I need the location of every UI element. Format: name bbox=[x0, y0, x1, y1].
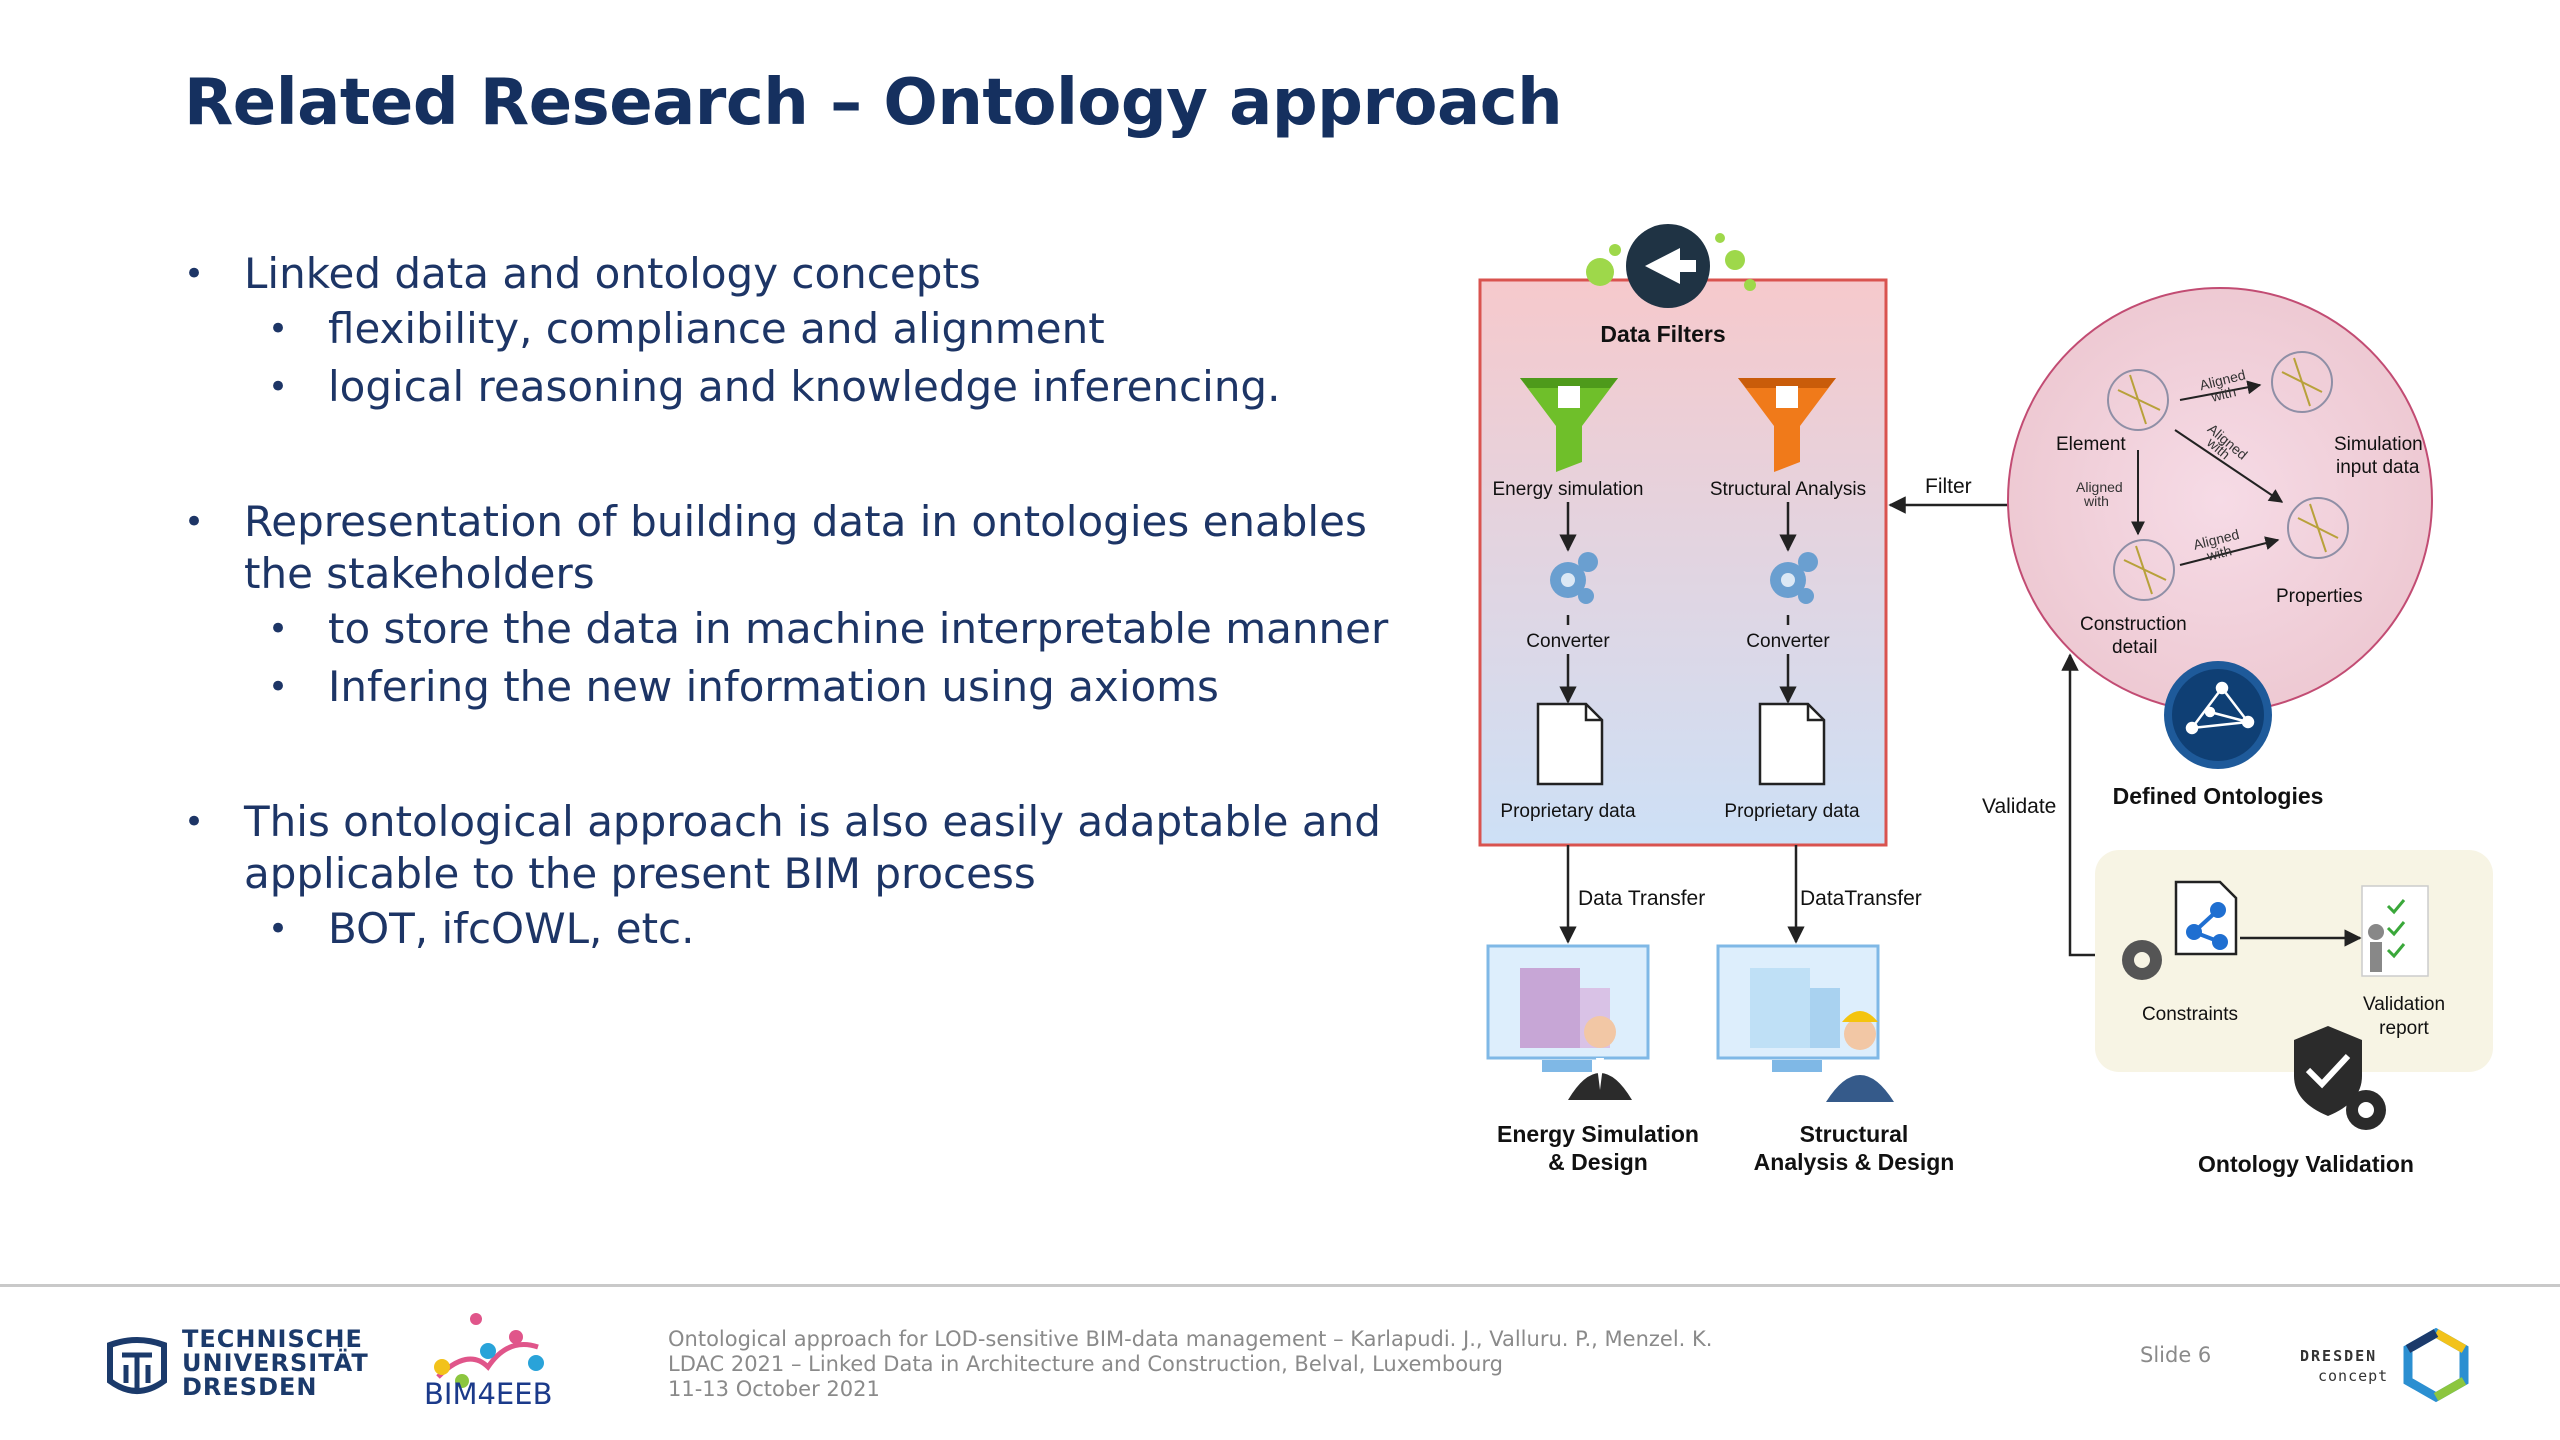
sub-bullet-item: Infering the new information using axiom… bbox=[180, 658, 1410, 716]
footer: TECHNISCHE UNIVERSITÄT DRESDEN BIM4EEB O… bbox=[0, 1287, 2560, 1440]
bim4eeb-logo-text: BIM4EEB bbox=[424, 1377, 553, 1411]
tud-line: DRESDEN bbox=[182, 1373, 318, 1401]
energy-filter-label: Energy simulation bbox=[1492, 479, 1643, 500]
proprietary-label: Proprietary data bbox=[1724, 801, 1860, 822]
structural-user-icon bbox=[1716, 944, 1894, 1102]
sub-bullet-item: to store the data in machine interpretab… bbox=[180, 600, 1410, 658]
aligned-label: with bbox=[2209, 383, 2238, 405]
bullet-item: This ontological approach is also easily… bbox=[180, 796, 1410, 900]
citation-line: Ontological approach for LOD-sensitive B… bbox=[668, 1327, 1713, 1351]
network-icon bbox=[2164, 661, 2272, 769]
validate-arrow-label: Validate bbox=[1982, 795, 2056, 818]
validation-report-icon bbox=[2361, 885, 2429, 977]
aligned-label: with bbox=[2083, 493, 2109, 509]
sub-bullet-item: logical reasoning and knowledge inferenc… bbox=[180, 358, 1410, 416]
energy-user-label: & Design bbox=[1548, 1149, 1648, 1175]
structural-filter-icon bbox=[1738, 378, 1836, 472]
footer-divider bbox=[0, 1284, 2560, 1287]
dresden-concept-text: concept bbox=[2318, 1367, 2389, 1385]
citation: Ontological approach for LOD-sensitive B… bbox=[668, 1327, 1712, 1402]
energy-user-label: Energy Simulation bbox=[1497, 1121, 1699, 1147]
aligned-label: with bbox=[2204, 542, 2233, 564]
constraints-icon bbox=[2122, 880, 2238, 980]
validation-report-label: Validation bbox=[2363, 994, 2445, 1015]
ontology-diagram: Data Filters Energy simulation Structura… bbox=[1478, 224, 2493, 1177]
construction-label: Construction bbox=[2080, 614, 2187, 635]
properties-label: Properties bbox=[2276, 586, 2363, 607]
data-filters-label: Data Filters bbox=[1600, 321, 1725, 347]
tud-logo-icon bbox=[107, 1337, 167, 1394]
data-filter-icon bbox=[1586, 224, 1756, 308]
defined-ontologies-label: Defined Ontologies bbox=[2113, 783, 2324, 809]
bim4eeb-logo-icon bbox=[434, 1313, 544, 1388]
bullet-list: Linked data and ontology concepts flexib… bbox=[180, 248, 1410, 958]
tud-logo-text: TECHNISCHE UNIVERSITÄT DRESDEN bbox=[182, 1327, 369, 1399]
sub-bullet-item: BOT, ifcOWL, etc. bbox=[180, 900, 1410, 958]
transfer-label: Data Transfer bbox=[1578, 887, 1705, 910]
energy-user-icon bbox=[1486, 944, 1650, 1100]
element-label: Element bbox=[2056, 434, 2126, 455]
constraints-label: Constraints bbox=[2142, 1004, 2238, 1025]
brain-icon bbox=[2113, 539, 2175, 601]
dresden-concept-text: DRESDEN bbox=[2300, 1347, 2378, 1365]
ontology-validation-label: Ontology Validation bbox=[2198, 1151, 2414, 1177]
bullet-item: Linked data and ontology concepts bbox=[180, 248, 1410, 300]
citation-line: LDAC 2021 – Linked Data in Architecture … bbox=[668, 1352, 1503, 1376]
bullet-line: Representation of building data in ontol… bbox=[244, 497, 1367, 546]
citation-line: 11-13 October 2021 bbox=[668, 1377, 880, 1401]
document-icon bbox=[1536, 702, 1604, 786]
bullet-item: Representation of building data in ontol… bbox=[180, 496, 1410, 600]
sim-input-label: input data bbox=[2336, 457, 2420, 478]
sim-input-label: Simulation bbox=[2334, 434, 2423, 455]
converter-label: Converter bbox=[1746, 631, 1830, 652]
shield-check-icon bbox=[2294, 1026, 2386, 1130]
document-icon bbox=[1758, 702, 1826, 786]
structural-user-label: Analysis & Design bbox=[1754, 1149, 1955, 1175]
aligned-label: Aligned bbox=[2076, 479, 2123, 495]
structural-user-label: Structural bbox=[1800, 1121, 1909, 1147]
bullet-line: the stakeholders bbox=[244, 549, 595, 598]
proprietary-label: Proprietary data bbox=[1500, 801, 1636, 822]
transfer-label: DataTransfer bbox=[1800, 887, 1922, 910]
structural-filter-label: Structural Analysis bbox=[1710, 479, 1866, 500]
bullet-line: applicable to the present BIM process bbox=[244, 849, 1036, 898]
dresden-concept-logo-icon bbox=[2403, 1327, 2469, 1403]
validation-report-label: report bbox=[2379, 1018, 2429, 1039]
bullet-line: This ontological approach is also easily… bbox=[244, 797, 1381, 846]
brain-icon bbox=[2107, 369, 2169, 431]
sub-bullet-item: flexibility, compliance and alignment bbox=[180, 300, 1410, 358]
tud-line: TECHNISCHE bbox=[182, 1325, 363, 1353]
slide-title: Related Research – Ontology approach bbox=[184, 66, 1563, 140]
brain-icon bbox=[2271, 351, 2333, 413]
gear-icon bbox=[1770, 552, 1818, 604]
gear-icon bbox=[1550, 552, 1598, 604]
filter-arrow-label: Filter bbox=[1925, 475, 1972, 498]
ontology-circle bbox=[2007, 287, 2433, 713]
construction-label: detail bbox=[2112, 637, 2157, 658]
brain-icon bbox=[2287, 497, 2349, 559]
energy-filter-icon bbox=[1520, 378, 1618, 472]
converter-label: Converter bbox=[1526, 631, 1610, 652]
slide-number: Slide 6 bbox=[2140, 1343, 2212, 1367]
tud-line: UNIVERSITÄT bbox=[182, 1349, 369, 1377]
